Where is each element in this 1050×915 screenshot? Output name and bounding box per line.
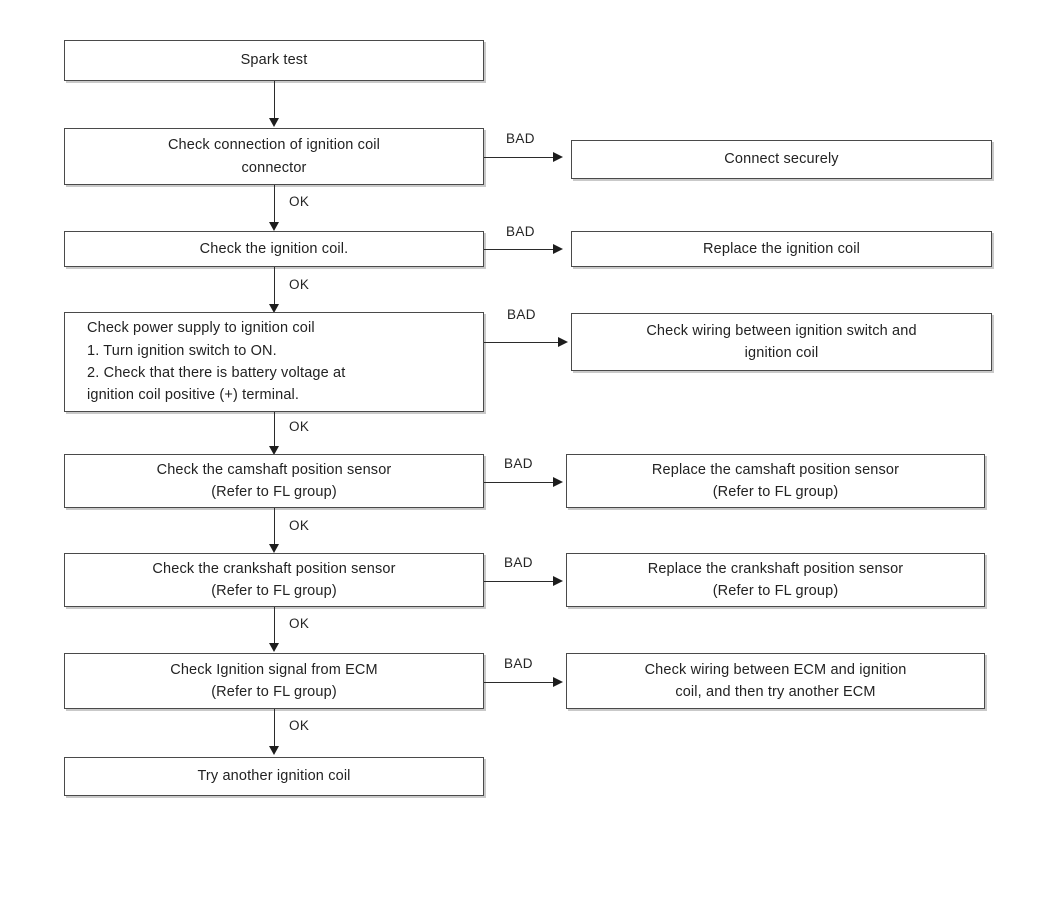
node-check-wiring-ignition-switch-label: Check wiring between ignition switch and… — [646, 322, 917, 361]
edge-label-ok-4: OK — [289, 518, 310, 533]
node-replace-ignition-coil[interactable]: Replace the ignition coil — [571, 231, 992, 267]
node-check-wiring-ecm-label: Check wiring between ECM and ignition co… — [644, 661, 907, 700]
edge-label-ok-3: OK — [289, 419, 310, 434]
node-try-another-ignition-coil-label: Try another ignition coil — [197, 768, 351, 785]
connector-crankshaft-to-replace-crankshaft — [484, 581, 555, 582]
edge-label-ok-2: OK — [289, 277, 310, 292]
arrowhead-camshaft-to-crankshaft — [269, 544, 279, 553]
node-check-wiring-ignition-switch[interactable]: Check wiring between ignition switch and… — [571, 313, 992, 371]
edge-label-ok-6: OK — [289, 718, 310, 733]
node-check-ignition-coil[interactable]: Check the ignition coil. — [64, 231, 484, 267]
node-try-another-ignition-coil[interactable]: Try another ignition coil — [64, 757, 484, 796]
node-connect-securely[interactable]: Connect securely — [571, 140, 992, 179]
arrowhead-connection-to-coil — [269, 222, 279, 231]
arrowhead-power-supply-to-wiring-switch — [558, 337, 568, 347]
arrowhead-crankshaft-to-ignition-signal — [269, 643, 279, 652]
edge-label-bad-4: BAD — [504, 456, 533, 471]
arrowhead-ignition-signal-to-try-another — [269, 746, 279, 755]
arrowhead-spark-to-connection — [269, 118, 279, 127]
edge-label-ok-1: OK — [289, 194, 310, 209]
connector-connection-to-coil — [274, 185, 275, 225]
edge-label-bad-2: BAD — [506, 224, 535, 239]
node-check-camshaft-sensor-label: Check the camshaft position sensor (Refe… — [156, 461, 392, 500]
node-replace-crankshaft-sensor-label: Replace the crankshaft position sensor (… — [647, 560, 904, 599]
node-check-wiring-ecm[interactable]: Check wiring between ECM and ignition co… — [566, 653, 985, 709]
edge-label-bad-3: BAD — [507, 307, 536, 322]
edge-label-bad-5: BAD — [504, 555, 533, 570]
node-replace-camshaft-sensor-label: Replace the camshaft position sensor (Re… — [651, 461, 900, 500]
node-check-power-supply-label: Check power supply to ignition coil 1. T… — [87, 320, 346, 404]
arrowhead-connection-to-connect-securely — [553, 152, 563, 162]
connector-coil-to-replace-coil — [484, 249, 555, 250]
arrowhead-coil-to-replace-coil — [553, 244, 563, 254]
node-spark-test-label: Spark test — [240, 52, 308, 69]
node-check-crankshaft-sensor-label: Check the crankshaft position sensor (Re… — [152, 560, 396, 599]
connector-spark-to-connection — [274, 81, 275, 120]
node-check-ignition-signal-label: Check Ignition signal from ECM (Refer to… — [170, 661, 378, 700]
arrowhead-power-supply-to-camshaft — [269, 446, 279, 455]
node-check-connection-label: Check connection of ignition coil connec… — [167, 137, 381, 176]
node-connect-securely-label: Connect securely — [724, 151, 839, 168]
arrowhead-ignition-signal-to-wiring-ecm — [553, 677, 563, 687]
node-check-power-supply[interactable]: Check power supply to ignition coil 1. T… — [64, 312, 484, 412]
connector-ignition-signal-to-try-another — [274, 709, 275, 749]
edge-label-bad-1: BAD — [506, 131, 535, 146]
connector-ignition-signal-to-wiring-ecm — [484, 682, 555, 683]
arrowhead-camshaft-to-replace-camshaft — [553, 477, 563, 487]
node-check-ignition-signal[interactable]: Check Ignition signal from ECM (Refer to… — [64, 653, 484, 709]
node-spark-test[interactable]: Spark test — [64, 40, 484, 81]
connector-connection-to-connect-securely — [484, 157, 555, 158]
connector-camshaft-to-replace-camshaft — [484, 482, 555, 483]
node-check-crankshaft-sensor[interactable]: Check the crankshaft position sensor (Re… — [64, 553, 484, 607]
connector-camshaft-to-crankshaft — [274, 508, 275, 548]
node-check-connection[interactable]: Check connection of ignition coil connec… — [64, 128, 484, 185]
connector-power-supply-to-wiring-switch — [484, 342, 560, 343]
node-replace-ignition-coil-label: Replace the ignition coil — [703, 240, 860, 257]
connector-crankshaft-to-ignition-signal — [274, 607, 275, 647]
arrowhead-crankshaft-to-replace-crankshaft — [553, 576, 563, 586]
connector-power-supply-to-camshaft — [274, 412, 275, 452]
connector-coil-to-power-supply — [274, 267, 275, 307]
node-check-ignition-coil-label: Check the ignition coil. — [199, 240, 349, 257]
edge-label-ok-5: OK — [289, 616, 310, 631]
node-replace-camshaft-sensor[interactable]: Replace the camshaft position sensor (Re… — [566, 454, 985, 508]
arrowhead-coil-to-power-supply — [269, 304, 279, 313]
node-replace-crankshaft-sensor[interactable]: Replace the crankshaft position sensor (… — [566, 553, 985, 607]
edge-label-bad-6: BAD — [504, 656, 533, 671]
node-check-camshaft-sensor[interactable]: Check the camshaft position sensor (Refe… — [64, 454, 484, 508]
